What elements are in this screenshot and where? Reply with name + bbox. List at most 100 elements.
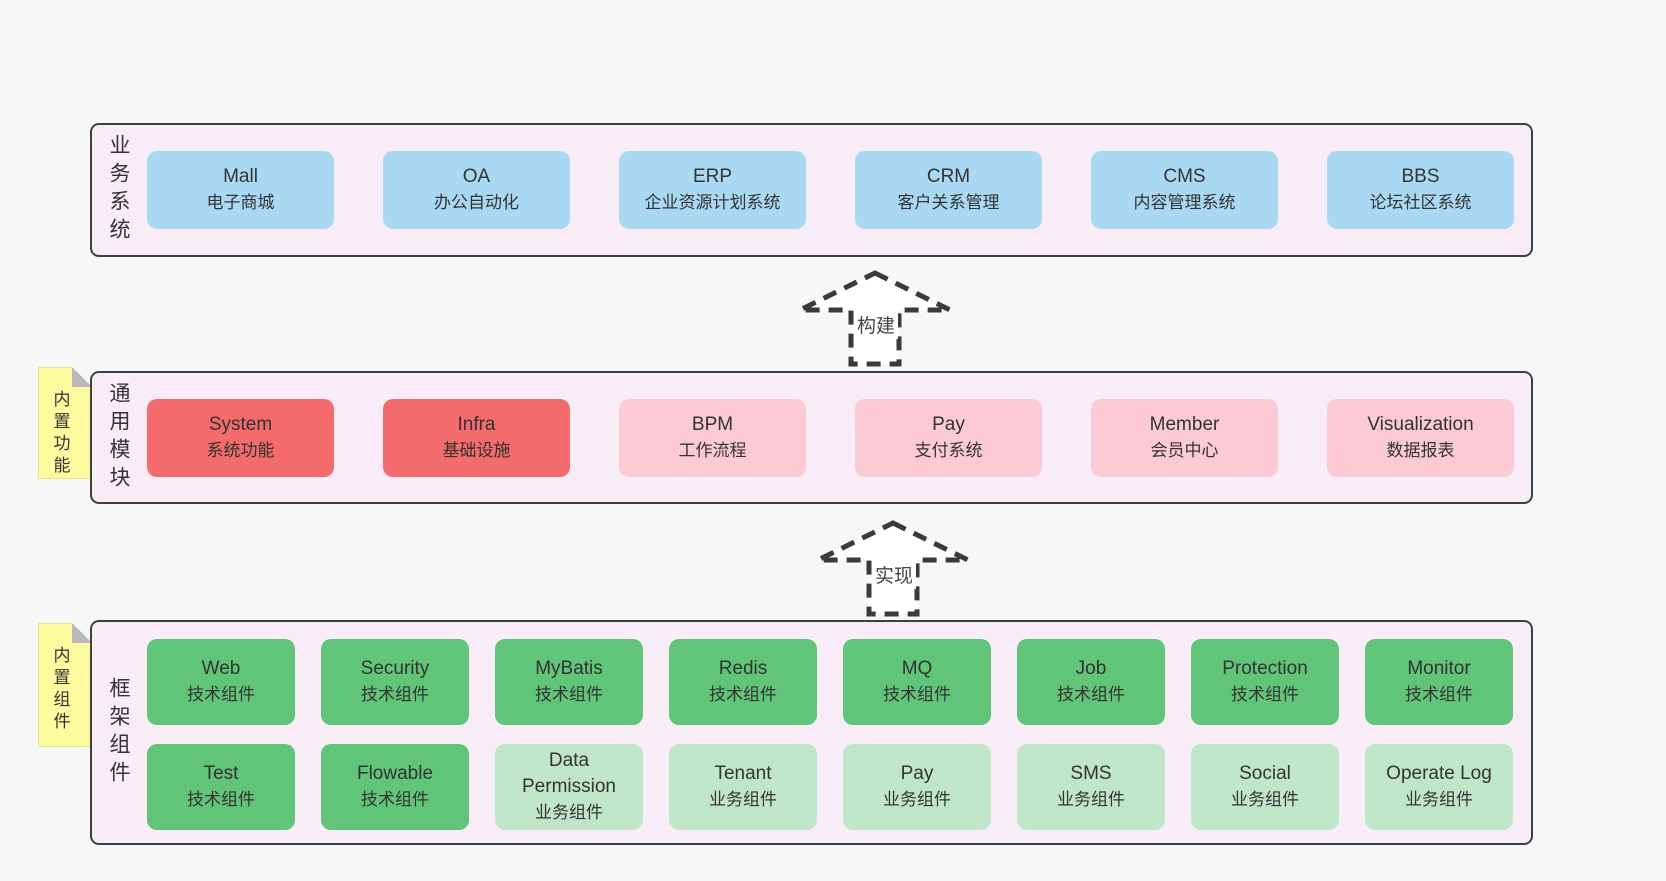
arrow-label-implement: 实现	[871, 560, 917, 589]
node-subtitle: 业务组件	[1405, 790, 1473, 809]
node-title: OA	[462, 166, 491, 187]
node-title: MyBatis	[535, 658, 603, 679]
node-mybatis: MyBatis 技术组件	[495, 639, 643, 725]
node-title: Operate Log	[1386, 763, 1492, 784]
node-subtitle: 技术组件	[361, 685, 429, 704]
node-subtitle: 系统功能	[206, 441, 275, 460]
node-title: Security	[360, 658, 430, 679]
node-title: CMS	[1163, 166, 1206, 187]
band-side-label: 框架组件	[107, 676, 130, 789]
node-subtitle: 内容管理系统	[1133, 193, 1236, 212]
node-cms: CMS 内容管理系统	[1091, 151, 1278, 229]
node-subtitle: 论坛社区系统	[1369, 193, 1472, 212]
node-title: Mall	[223, 166, 258, 187]
node-subtitle: 业务组件	[709, 790, 777, 809]
folded-corner-icon	[72, 367, 92, 387]
arrow-label-build: 构建	[853, 310, 899, 339]
node-sms: SMS 业务组件	[1017, 744, 1165, 830]
node-title: BBS	[1401, 166, 1440, 187]
node-subtitle: 技术组件	[1405, 685, 1473, 704]
node-subtitle: 技术组件	[535, 685, 603, 704]
node-title: Social	[1239, 763, 1291, 784]
band-common-modules: 通用模块 System 系统功能 Infra 基础设施 BPM 工作流程 Pay…	[90, 371, 1533, 504]
node-social: Social 业务组件	[1191, 744, 1339, 830]
node-job: Job 技术组件	[1017, 639, 1165, 725]
node-title: Protection	[1222, 658, 1308, 679]
node-subtitle: 业务组件	[1057, 790, 1125, 809]
node-mq: MQ 技术组件	[843, 639, 991, 725]
node-test: Test 技术组件	[147, 744, 295, 830]
node-title: Member	[1149, 414, 1220, 435]
node-title: SMS	[1070, 763, 1112, 784]
node-title: Flowable	[356, 763, 434, 784]
node-title: CRM	[926, 166, 971, 187]
node-title: BPM	[691, 414, 734, 435]
node-operate-log: Operate Log 业务组件	[1365, 744, 1513, 830]
node-mall: Mall 电子商城	[147, 151, 334, 229]
node-bbs: BBS 论坛社区系统	[1327, 151, 1514, 229]
node-subtitle: 技术组件	[1057, 685, 1125, 704]
node-redis: Redis 技术组件	[669, 639, 817, 725]
node-row: Mall 电子商城 OA 办公自动化 ERP 企业资源计划系统 CRM 客户关系…	[147, 151, 1514, 229]
node-system: System 系统功能	[147, 399, 334, 477]
node-subtitle: 技术组件	[187, 790, 255, 809]
node-security: Security 技术组件	[321, 639, 469, 725]
node-subtitle: 业务组件	[883, 790, 951, 809]
node-subtitle: 数据报表	[1386, 441, 1455, 460]
band-business-systems: 业务系统 Mall 电子商城 OA 办公自动化 ERP 企业资源计划系统 CRM…	[90, 123, 1533, 257]
node-title: System	[208, 414, 273, 435]
node-title: Test	[203, 763, 239, 784]
node-title: ERP	[692, 166, 733, 187]
node-subtitle: 基础设施	[442, 441, 511, 460]
band-framework-components: 框架组件 Web 技术组件 Security 技术组件 MyBatis 技术组件…	[90, 620, 1533, 845]
node-pay-component: Pay 业务组件	[843, 744, 991, 830]
node-subtitle: 技术组件	[187, 685, 255, 704]
node-protection: Protection 技术组件	[1191, 639, 1339, 725]
node-subtitle: 客户关系管理	[897, 193, 1000, 212]
node-subtitle: 工作流程	[678, 441, 747, 460]
band-side-label: 业务系统	[107, 134, 130, 246]
node-title: Infra	[457, 414, 496, 435]
node-row: System 系统功能 Infra 基础设施 BPM 工作流程 Pay 支付系统…	[147, 399, 1514, 477]
node-subtitle: 支付系统	[914, 441, 983, 460]
node-crm: CRM 客户关系管理	[855, 151, 1042, 229]
node-title: MQ	[901, 658, 933, 679]
node-subtitle: 办公自动化	[434, 193, 519, 212]
node-row: Web 技术组件 Security 技术组件 MyBatis 技术组件 Redi…	[147, 639, 1513, 725]
node-subtitle: 电子商城	[206, 193, 275, 212]
node-member: Member 会员中心	[1091, 399, 1278, 477]
node-title: Data Permission	[522, 750, 616, 797]
node-visualization: Visualization 数据报表	[1327, 399, 1514, 477]
node-subtitle: 技术组件	[709, 685, 777, 704]
folded-corner-icon	[72, 623, 92, 643]
node-title: Web	[201, 658, 241, 679]
node-subtitle: 技术组件	[883, 685, 951, 704]
node-subtitle: 业务组件	[535, 803, 603, 822]
node-erp: ERP 企业资源计划系统	[619, 151, 806, 229]
sticky-note-label: 内置功能	[50, 390, 70, 478]
sticky-note-label: 内置组件	[50, 646, 70, 734]
node-title: Pay	[932, 414, 965, 435]
node-subtitle: 企业资源计划系统	[644, 193, 781, 212]
node-web: Web 技术组件	[147, 639, 295, 725]
node-infra: Infra 基础设施	[383, 399, 570, 477]
node-flowable: Flowable 技术组件	[321, 744, 469, 830]
node-title: Pay	[900, 763, 934, 784]
node-tenant: Tenant 业务组件	[669, 744, 817, 830]
node-monitor: Monitor 技术组件	[1365, 639, 1513, 725]
band-side-label: 通用模块	[107, 381, 130, 494]
sticky-note-built-in-features: 内置功能	[38, 367, 92, 479]
node-bpm: BPM 工作流程	[619, 399, 806, 477]
node-title: Visualization	[1367, 414, 1474, 435]
node-row: Test 技术组件 Flowable 技术组件 Data Permission …	[147, 744, 1513, 830]
node-title: Monitor	[1407, 658, 1471, 679]
node-title: Redis	[718, 658, 768, 679]
node-subtitle: 技术组件	[1231, 685, 1299, 704]
node-oa: OA 办公自动化	[383, 151, 570, 229]
node-title: Job	[1075, 658, 1107, 679]
node-data-permission: Data Permission 业务组件	[495, 744, 643, 830]
node-subtitle: 业务组件	[1231, 790, 1299, 809]
sticky-note-built-in-components: 内置组件	[38, 623, 92, 747]
node-subtitle: 技术组件	[361, 790, 429, 809]
